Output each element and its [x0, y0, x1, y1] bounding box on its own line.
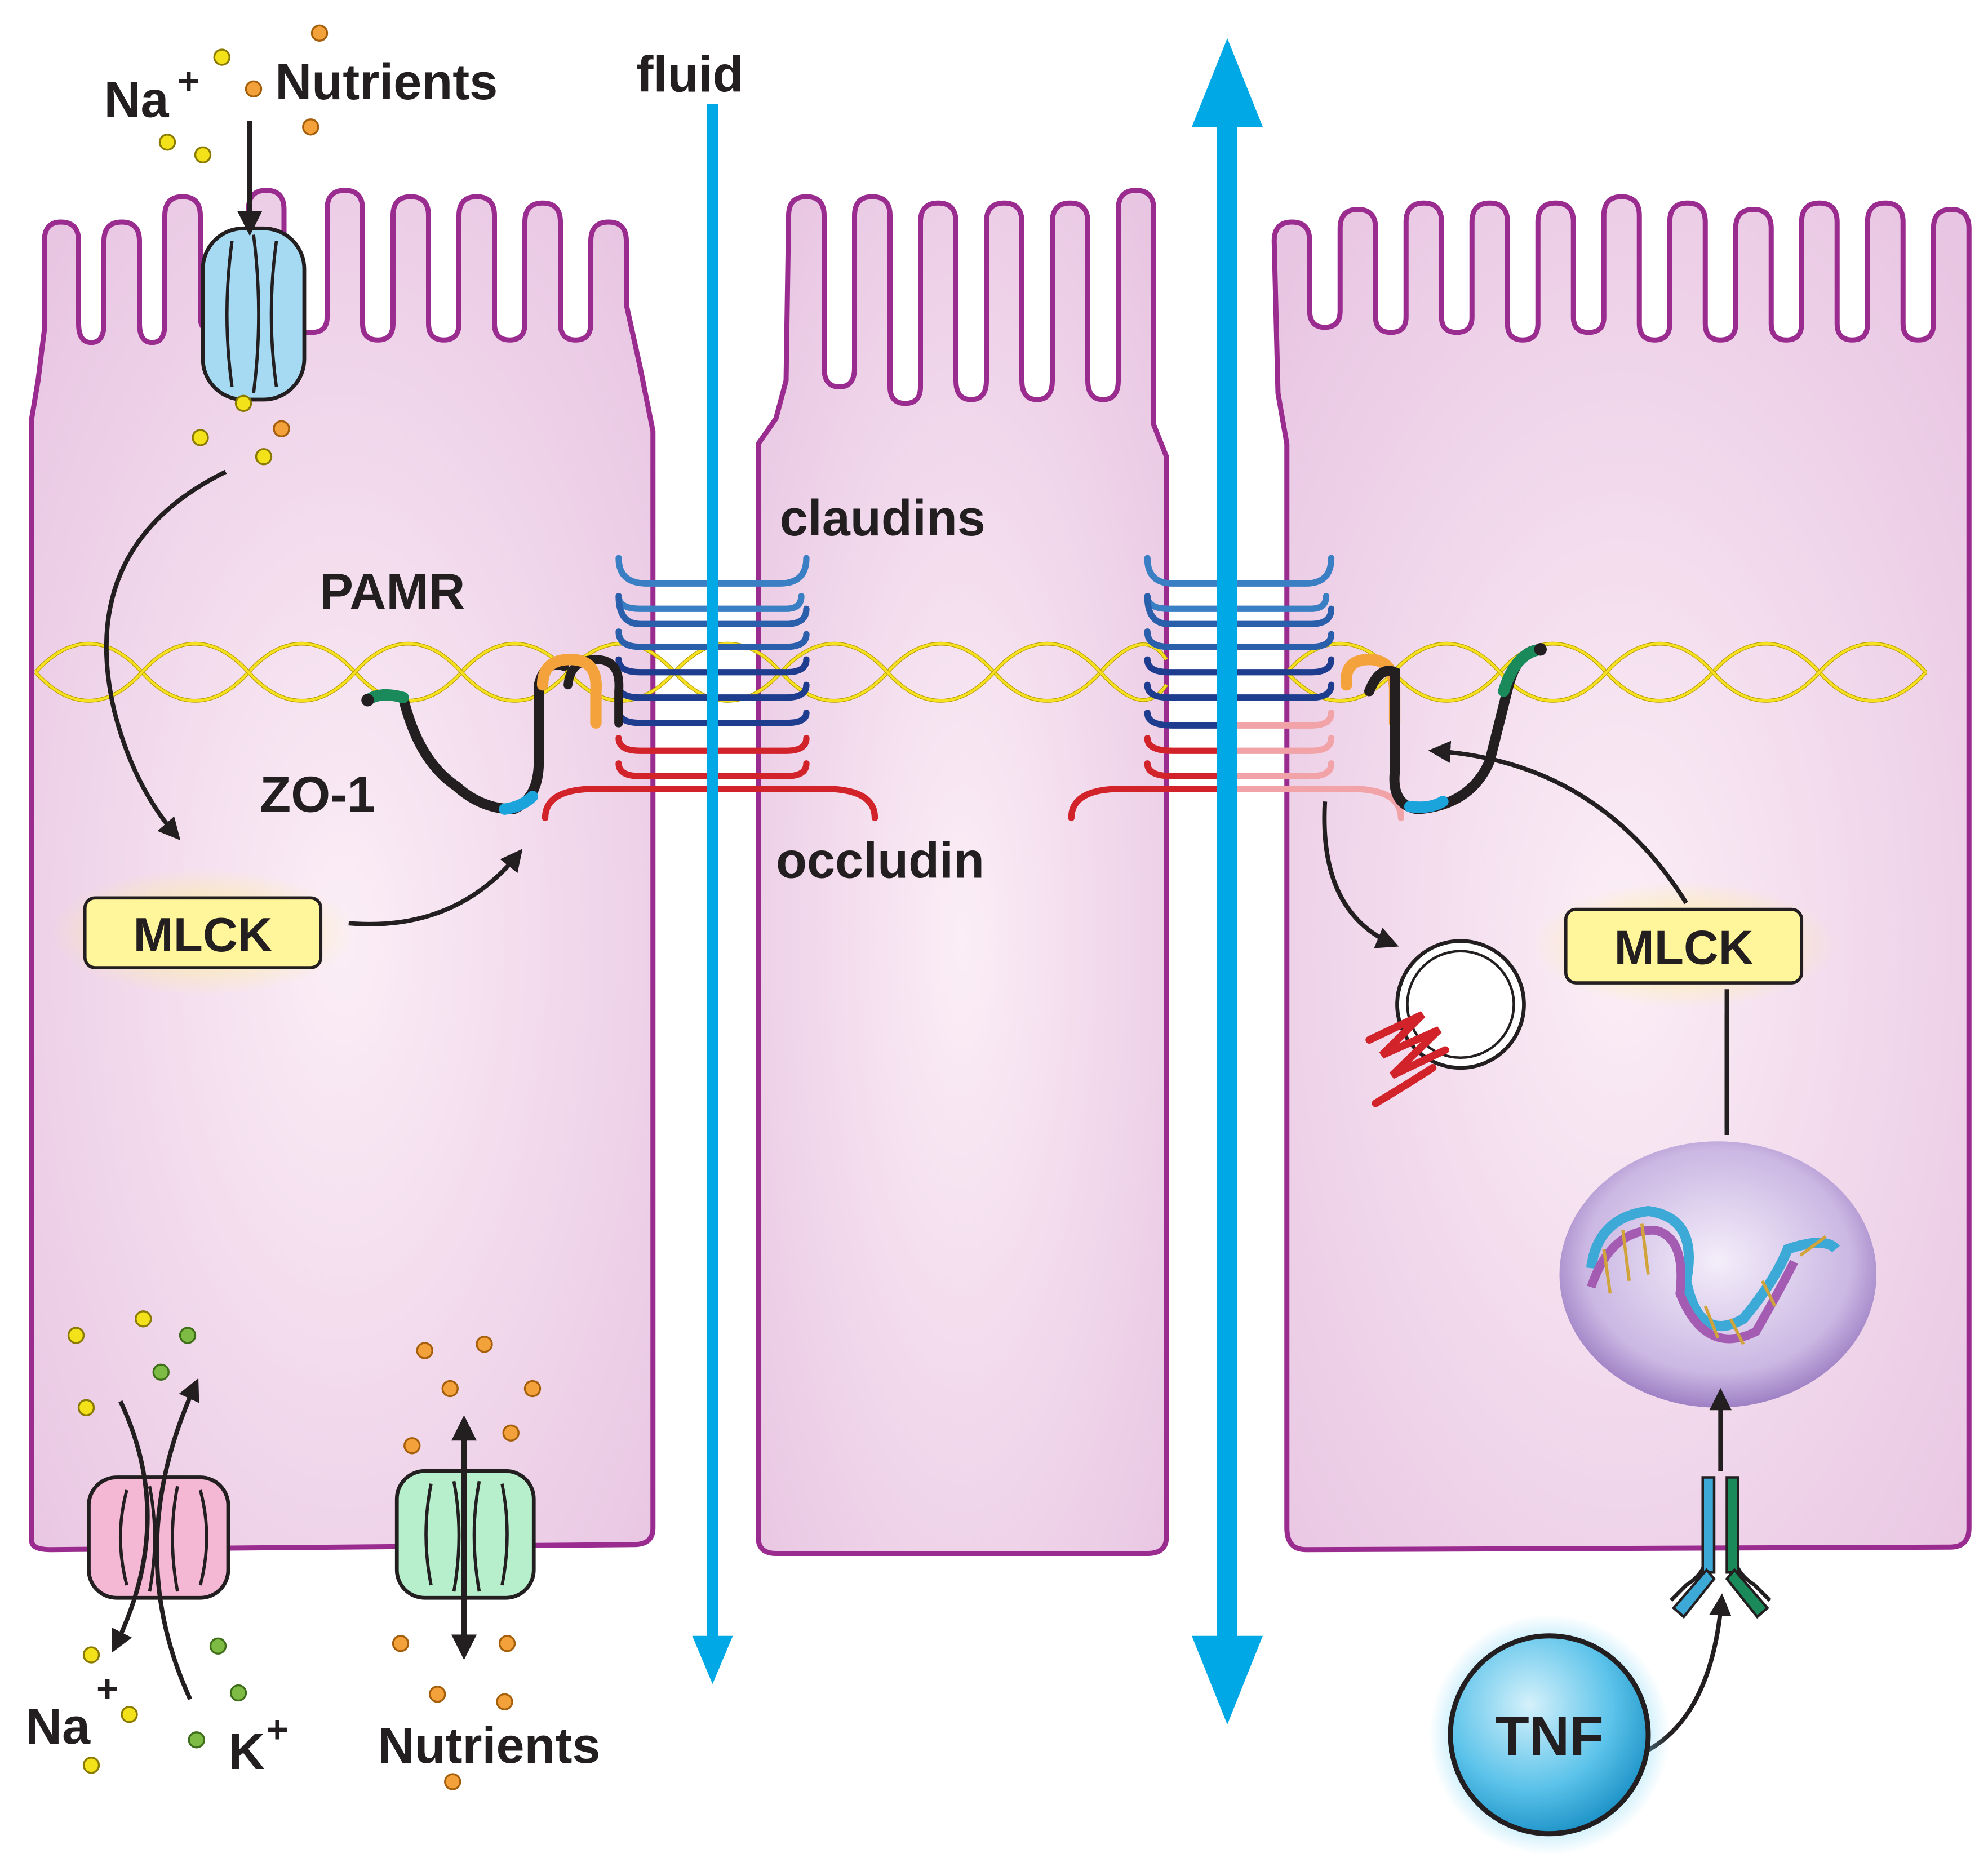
pamr-label: PAMR — [320, 564, 465, 620]
nutrients-label-bottom: Nutrients — [378, 1718, 601, 1774]
zo1-label: ZO-1 — [260, 766, 375, 823]
fluid-arrow-right — [1192, 38, 1263, 1725]
cell-middle — [756, 188, 1169, 1556]
endocytic-vesicle-icon — [1365, 939, 1526, 1107]
zo1-protein-left — [361, 654, 624, 815]
tnf-ligand-icon: TNF — [1428, 1614, 1670, 1855]
mlck-box-left: MLCK — [51, 868, 355, 996]
actin-ring-left — [34, 641, 1168, 703]
claudins-label: claudins — [780, 490, 986, 547]
tnf-label: TNF — [1495, 1704, 1603, 1767]
potassium-influx-arrow — [154, 1378, 199, 1700]
signal-arrow-to-mlck — [104, 469, 227, 841]
fluid-label: fluid — [637, 46, 744, 103]
cell-left — [29, 188, 656, 1553]
k-plus-bottom: + — [267, 1709, 289, 1751]
na-plus-bottom: + — [96, 1668, 118, 1710]
mlck-label-right: MLCK — [1614, 921, 1754, 974]
apical-molecules — [158, 24, 329, 466]
sodium-efflux-arrow — [112, 1400, 150, 1653]
mlck-to-zo1-arrow — [348, 849, 523, 926]
k-label-bottom: K — [228, 1724, 265, 1780]
mlck-box-right: MLCK — [1532, 881, 1836, 1008]
nucleus-dna-icon — [1559, 1141, 1876, 1408]
na-label-top: Na — [104, 72, 170, 128]
nutrients-label-top: Nutrients — [275, 54, 498, 110]
mlck-label-left: MLCK — [134, 908, 273, 962]
sglt1-transporter-icon — [201, 226, 307, 402]
claudin-strands-right — [1068, 555, 1404, 822]
na-plus-top: + — [178, 60, 199, 103]
occludin-endocytosis-arrow — [1322, 801, 1399, 948]
occludin-label: occludin — [776, 832, 984, 889]
tnf-receptor-icon — [1670, 1476, 1772, 1619]
fluid-arrow-left — [692, 104, 733, 1684]
zo1-protein-right — [1340, 643, 1547, 814]
na-label-bottom: Na — [25, 1699, 91, 1755]
basolateral-molecules — [67, 1310, 542, 1790]
